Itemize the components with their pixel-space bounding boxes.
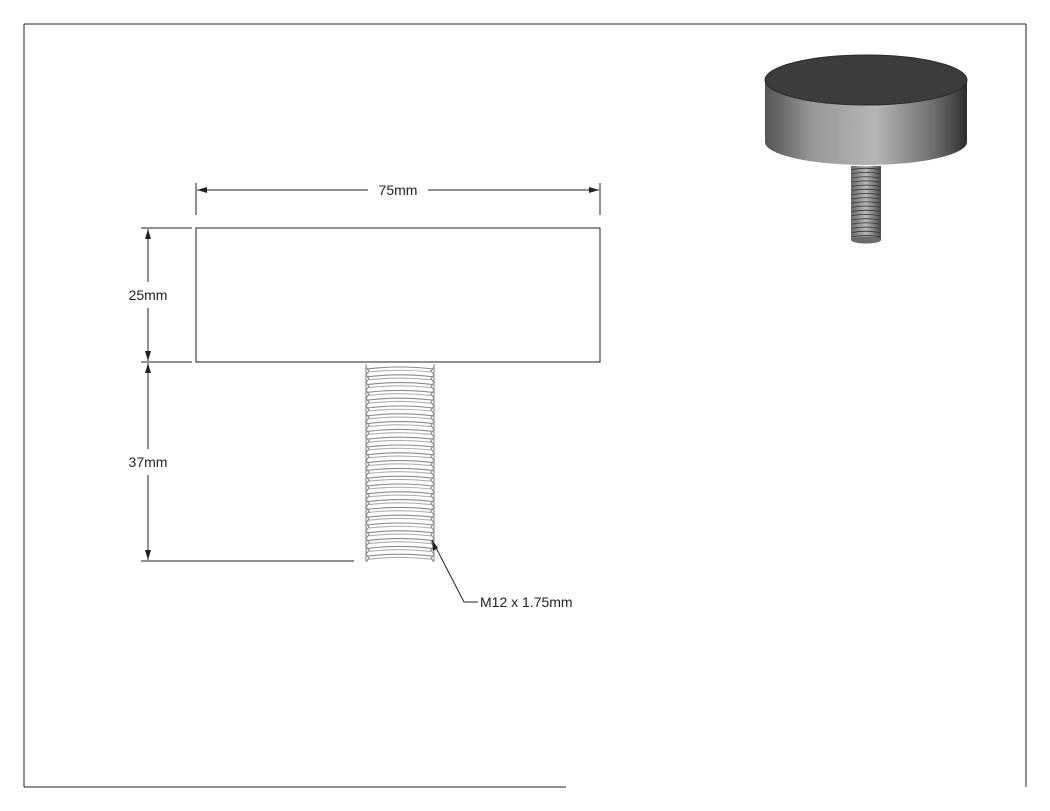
thread-callout-label: M12 x 1.75mm	[480, 594, 573, 610]
stud-length-dimension: 37mm	[129, 363, 354, 562]
head-height-label: 25mm	[129, 287, 168, 303]
thread-callout: M12 x 1.75mm	[431, 539, 573, 610]
head-height-dimension: 25mm	[129, 227, 192, 363]
sheet-border	[23, 23, 1027, 788]
stud-thread	[365, 364, 435, 563]
head-outline	[195, 227, 601, 363]
iso-head	[764, 54, 968, 165]
stud-length-label: 37mm	[129, 454, 168, 470]
width-dimension: 75mm	[195, 182, 601, 215]
width-dimension-label: 75mm	[379, 182, 418, 198]
isometric-view	[764, 54, 968, 244]
iso-stud	[851, 166, 881, 244]
front-view	[195, 227, 601, 563]
